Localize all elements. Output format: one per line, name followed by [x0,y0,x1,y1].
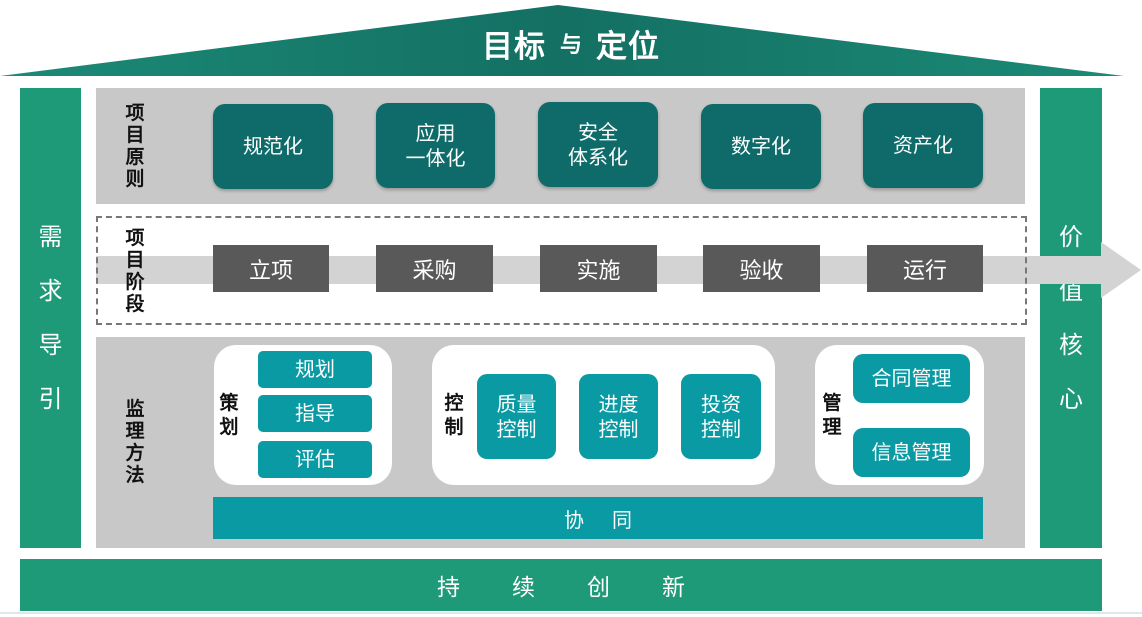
planning-label: 策 划 [216,385,242,445]
right-pillar-core-value: 价 值 核 心 [1040,88,1102,548]
method-text: 投资 [701,391,741,416]
label-char: 理 [822,416,842,438]
method-schedule-control: 进度 控制 [579,374,658,459]
principles-label: 项 目 原 则 [112,94,158,198]
label-char: 项 [125,102,145,124]
pillar-char: 引 [38,385,63,413]
method-text: 控制 [598,416,639,441]
principle-text: 应用 [415,120,456,145]
principle-text: 资产化 [893,133,953,157]
method-text: 控制 [701,416,741,441]
stages-label: 项 目 阶 段 [112,224,158,318]
method-contract-management: 合同管理 [853,354,970,403]
roof-title-goal: 目标 [481,28,546,65]
label-char: 控 [444,392,464,414]
principle-text: 数字化 [731,134,791,158]
stage-operation: 运行 [867,245,983,292]
label-char: 目 [125,124,145,146]
pillar-char: 心 [1059,385,1083,413]
principle-text: 规范化 [243,134,303,158]
label-char: 段 [125,293,145,315]
stage-procurement: 采购 [376,245,493,292]
principle-security-system: 安全 体系化 [538,102,658,187]
principle-text: 体系化 [568,144,628,169]
stages-dashed-frame [96,216,1027,325]
label-char: 策 [219,392,239,414]
label-char: 原 [125,146,145,168]
method-quality-control: 质量 控制 [477,374,556,459]
method-guidance: 指导 [258,395,372,432]
foundation-continuous-innovation: 持续创新 [20,559,1102,611]
principle-integration: 应用 一体化 [376,103,495,188]
methods-label: 监 理 方 法 [112,392,158,492]
pillar-char: 求 [38,277,63,305]
pillar-char: 价 [1059,223,1083,251]
roof-title-connector: 与 [559,33,582,58]
control-label: 控 制 [440,385,468,445]
method-text: 质量 [496,391,537,416]
method-text: 进度 [598,391,639,416]
collaboration-text: 协同 [564,507,660,532]
principle-assetization: 资产化 [863,103,983,188]
pillar-char: 需 [38,223,63,251]
left-pillar-demand-guidance: 需 求 导 引 [20,88,81,548]
label-char: 管 [822,392,842,414]
stage-acceptance: 验收 [703,245,820,292]
principle-text: 一体化 [405,145,466,170]
method-investment-control: 投资 控制 [681,374,761,459]
roof-title-positioning: 定位 [596,28,660,65]
method-assessment: 评估 [258,441,372,478]
label-char: 理 [125,420,145,442]
label-char: 目 [125,249,145,271]
label-char: 阶 [125,271,145,293]
foundation-text: 持续创新 [437,575,737,601]
stage-initiation: 立项 [213,245,329,292]
principle-standardization: 规范化 [213,104,333,189]
collaboration-bar: 协同 [213,497,983,539]
label-char: 方 [125,442,145,464]
label-char: 项 [125,227,145,249]
pillar-char: 导 [38,331,63,359]
label-char: 划 [219,416,239,438]
roof-banner [0,5,1124,76]
baseline-divider [0,612,1142,614]
stage-implementation: 实施 [540,245,657,292]
label-char: 法 [125,464,145,486]
method-information-management: 信息管理 [853,428,970,477]
method-planning: 规划 [258,351,372,388]
label-char: 则 [125,168,145,190]
principle-digitalization: 数字化 [701,104,821,189]
method-text: 控制 [496,416,537,441]
label-char: 制 [444,416,464,438]
management-label: 管 理 [818,385,846,445]
pillar-char: 核 [1059,331,1083,359]
label-char: 监 [125,398,145,420]
roof-title: 目标 与 定位 [0,18,1142,68]
principle-text: 安全 [578,119,618,144]
